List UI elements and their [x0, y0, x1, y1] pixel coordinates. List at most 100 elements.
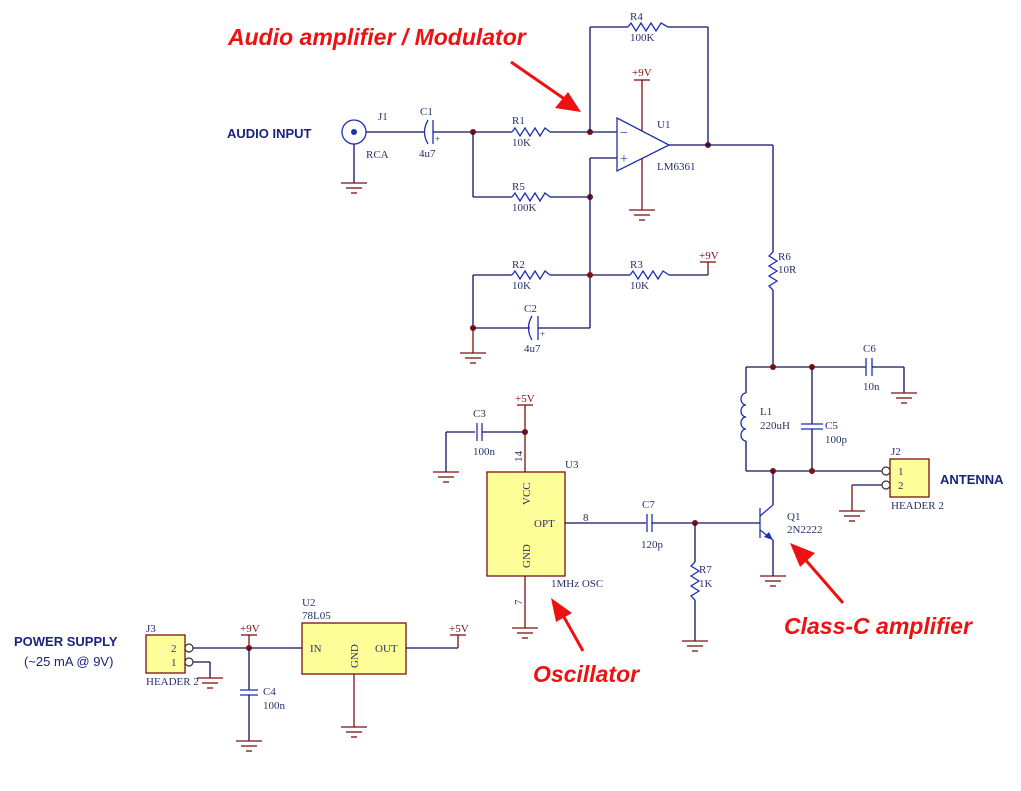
- r3-value: 10K: [630, 280, 649, 292]
- c3-ref: C3: [473, 408, 486, 420]
- c6-value: 10n: [863, 381, 880, 393]
- u1-vplus-label: +9V: [632, 67, 652, 79]
- j1-ref: J1: [378, 111, 388, 123]
- c6-ref: C6: [863, 343, 876, 355]
- r4-value: 100K: [630, 32, 655, 44]
- j2-antenna-header: 1 2 J2 HEADER 2: [881, 446, 944, 512]
- svg-text:OUT: OUT: [375, 643, 398, 655]
- r6-value: 10R: [778, 264, 797, 276]
- j3-value: HEADER 2: [146, 676, 199, 688]
- c7-capacitor: C7 120p: [641, 499, 664, 551]
- ps-vplus-label: +9V: [240, 623, 260, 635]
- c3-capacitor: C3 100n: [473, 408, 496, 458]
- ground-icon: [759, 575, 787, 587]
- svg-text:+: +: [435, 134, 440, 144]
- c4-capacitor: C4 100n: [240, 686, 286, 712]
- ground-icon: [432, 471, 460, 483]
- u3-value: 1MHz OSC: [551, 578, 603, 590]
- r5-value: 100K: [512, 202, 537, 214]
- ground-icon: [196, 677, 224, 689]
- u2-value: 78L05: [302, 610, 331, 622]
- arrow-audio-amp: [510, 60, 581, 112]
- u2-out-label: +5V: [449, 623, 469, 635]
- annotation-class-c-amplifier: Class-C amplifier: [784, 613, 973, 639]
- r5-resistor: R5 100K: [511, 181, 551, 214]
- ground-icon: [511, 627, 539, 639]
- j3-ref: J3: [146, 623, 156, 635]
- r1-value: 10K: [512, 137, 531, 149]
- r2-ref: R2: [512, 259, 525, 271]
- r7-ref: R7: [699, 564, 712, 576]
- c5-value: 100p: [825, 434, 848, 446]
- u1-value: LM6361: [657, 161, 696, 173]
- u1-ref: U1: [657, 119, 670, 131]
- q1-value: 2N2222: [787, 524, 822, 536]
- svg-text:+: +: [620, 152, 628, 167]
- svg-text:7: 7: [513, 599, 525, 605]
- j2-ref: J2: [891, 446, 901, 458]
- u3-oscillator-module: 14 VCC GND OPT 7 8 U3 1MHz OSC: [486, 451, 603, 605]
- c7-value: 120p: [641, 539, 664, 551]
- l1-inductor: L1 220uH: [740, 392, 790, 442]
- l1-ref: L1: [760, 406, 772, 418]
- power-supply-label: POWER SUPPLY: [14, 634, 118, 649]
- svg-text:GND: GND: [349, 644, 361, 668]
- svg-text:2: 2: [898, 480, 904, 492]
- c4-ref: C4: [263, 686, 276, 698]
- r3-vplus-label: +9V: [699, 250, 719, 262]
- svg-text:2: 2: [171, 643, 177, 655]
- r5-ref: R5: [512, 181, 525, 193]
- r3-resistor: R3 10K: [629, 259, 670, 292]
- antenna-label: ANTENNA: [940, 472, 1004, 487]
- q1-ref: Q1: [787, 511, 800, 523]
- r2-value: 10K: [512, 280, 531, 292]
- annotation-oscillator: Oscillator: [533, 661, 640, 687]
- svg-text:IN: IN: [310, 643, 322, 655]
- u1-opamp: − + U1 LM6361: [616, 116, 696, 173]
- c2-ref: C2: [524, 303, 537, 315]
- ground-icon: [681, 640, 709, 652]
- j3-power-header: 2 1 J3 HEADER 2: [145, 623, 199, 688]
- u2-ref: U2: [302, 597, 315, 609]
- c1-value: 4u7: [419, 148, 436, 160]
- ground-icon: [459, 352, 487, 364]
- ground-icon: [838, 510, 866, 522]
- arrow-oscillator: [551, 598, 585, 652]
- svg-text:1: 1: [898, 466, 904, 478]
- svg-text:1: 1: [171, 657, 177, 669]
- c1-capacitor: + C1 4u7: [419, 106, 440, 160]
- u3-vplus-label: +5V: [515, 393, 535, 405]
- c2-value: 4u7: [524, 343, 541, 355]
- l1-value: 220uH: [760, 420, 790, 432]
- r1-resistor: R1 10K: [511, 115, 551, 149]
- c4-value: 100n: [263, 700, 286, 712]
- svg-text:GND: GND: [521, 544, 533, 568]
- annotation-audio-amplifier: Audio amplifier / Modulator: [227, 24, 527, 50]
- svg-text:8: 8: [583, 512, 589, 524]
- r4-ref: R4: [630, 11, 643, 23]
- svg-text:OPT: OPT: [534, 518, 555, 530]
- c6-capacitor: C6 10n: [863, 343, 880, 393]
- r6-ref: R6: [778, 251, 791, 263]
- ground-icon: [235, 740, 263, 752]
- power-supply-note: (~25 mA @ 9V): [24, 654, 113, 669]
- q1-transistor: Q1 2N2222: [759, 504, 822, 541]
- r7-resistor: R7 1K: [689, 561, 713, 601]
- j2-value: HEADER 2: [891, 500, 944, 512]
- svg-text:−: −: [620, 126, 628, 141]
- audio-input-label: AUDIO INPUT: [227, 126, 312, 141]
- j1-rca-jack: J1 RCA: [340, 111, 389, 194]
- r6-resistor: R6 10R: [767, 251, 797, 291]
- r2-resistor: R2 10K: [511, 259, 551, 292]
- r7-value: 1K: [699, 578, 713, 590]
- u2-regulator: IN GND OUT U2 78L05: [301, 597, 407, 675]
- r1-ref: R1: [512, 115, 525, 127]
- j1-value: RCA: [366, 149, 389, 161]
- u3-ref: U3: [565, 459, 579, 471]
- ground-icon: [890, 392, 918, 404]
- c1-ref: C1: [420, 106, 433, 118]
- ground-icon: [340, 726, 368, 738]
- c5-capacitor: C5 100p: [801, 420, 848, 446]
- svg-text:+: +: [540, 329, 545, 339]
